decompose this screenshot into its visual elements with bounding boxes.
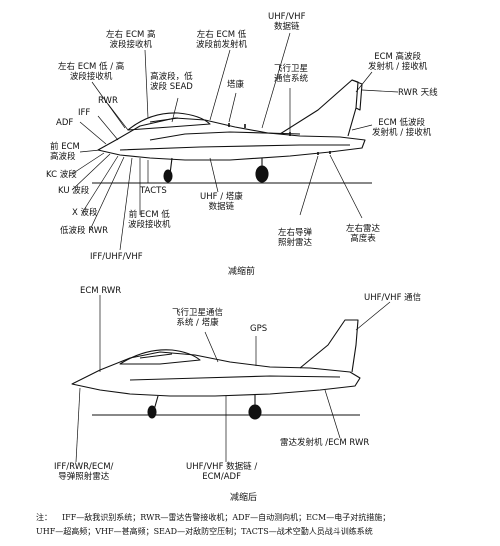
label-kc-band: KC 波段 [46, 170, 77, 180]
notes-line-2: UHF—超高频；VHF—甚高频；SEAD—对敌防空压制；TACTS—战术空勤人员… [36, 527, 373, 536]
caption-after: 减缩后 [230, 493, 258, 503]
label-satcom: 飞行卫星 通信系统 [274, 64, 309, 84]
label-iff: IFF [78, 108, 91, 118]
caption-before: 减缩前 [228, 267, 256, 277]
leader-lines-top [71, 32, 399, 251]
label-front-ecm-low-rx: 前 ECM 低 波段接收机 [128, 210, 171, 230]
label-uhf-vhf-comm: UHF/VHF 通信 [364, 293, 422, 303]
notes-prefix: 注： [36, 513, 52, 522]
notes-line-1: IFF—敌我识别系统；RWR—雷达告警接收机；ADF—自动测向机；ECM—电子对… [62, 513, 391, 522]
label-rwr-antenna: RWR 天线 [398, 88, 438, 98]
label-tacts: TACTS [140, 186, 167, 196]
label-lr-ecm-low-high-rx: 左右 ECM 低 / 高 波段接收机 [58, 62, 125, 82]
label-lr-ecm-high-rx: 左右 ECM 高 波段接收机 [106, 30, 156, 50]
label-low-band-rwr: 低波段 RWR [60, 226, 109, 236]
aircraft-after-reduction [71, 319, 361, 420]
label-high-low-sead: 高波段，低 波段 SEAD [150, 72, 193, 92]
aircraft-before-reduction [92, 79, 372, 184]
leader-lines-bottom [75, 295, 391, 463]
label-lr-altimeter: 左右雷达 高度表 [346, 224, 381, 244]
label-lr-ecm-low-front-tx: 左右 ECM 低 波段前发射机 [196, 30, 248, 50]
label-front-ecm-high: 前 ECM 高波段 [50, 142, 80, 162]
label-lr-missile-radar: 左右导弹 照射雷达 [278, 228, 313, 248]
label-uhf-vhf-datalink: UHF/VHF 数据链 [268, 12, 306, 32]
label-uhf-vhf-datalink-ecm-adf: UHF/VHF 数据链 / ECM/ADF [186, 462, 258, 482]
label-ecm-low-tx-rx: ECM 低波段 发射机 / 接收机 [372, 118, 432, 138]
label-uhf-tacan-datalink: UHF / 塔康 数据链 [200, 192, 243, 212]
label-gps: GPS [250, 324, 268, 334]
label-ecm-high-tx-rx: ECM 高波段 发射机 / 接收机 [368, 52, 428, 72]
label-iff-uhf-vhf: IFF/UHF/VHF [90, 252, 143, 262]
label-adf: ADF [56, 118, 74, 128]
label-ku-band: KU 波段 [58, 186, 90, 196]
label-tacan: 塔康 [227, 80, 245, 90]
label-ecm-rwr: ECM RWR [80, 286, 122, 296]
label-satcom-tacan: 飞行卫星通信 系统 / 塔康 [172, 308, 224, 328]
label-x-band: X 波段 [72, 208, 98, 218]
label-iff-rwr-ecm-radar: IFF/RWR/ECM/ 导弹照射雷达 [54, 462, 114, 482]
label-rwr: RWR [98, 96, 118, 106]
label-radar-tx-ecm-rwr: 雷达发射机 /ECM RWR [280, 438, 370, 448]
